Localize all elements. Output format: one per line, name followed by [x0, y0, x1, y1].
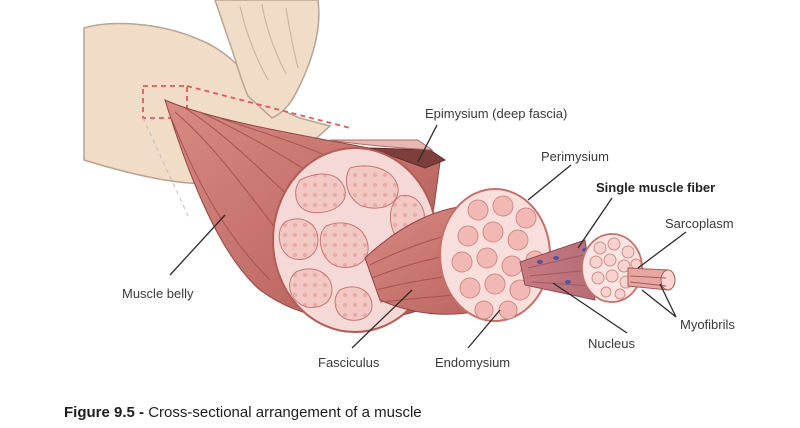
- zoom-indicator: [142, 85, 351, 221]
- caption-text: Cross-sectional arrangement of a muscle: [144, 404, 422, 421]
- caption-prefix: Figure 9.5 -: [64, 404, 145, 421]
- label-muscle-belly: Muscle belly: [122, 286, 194, 301]
- figure-caption: Figure 9.5 - Cross-sectional arrangement…: [64, 404, 422, 421]
- fasciculus-cross-section: [439, 188, 551, 322]
- label-myofibrils: Myofibrils: [680, 317, 735, 332]
- label-nucleus: Nucleus: [588, 336, 635, 351]
- label-epimysium: Epimysium (deep fascia): [425, 106, 568, 121]
- label-perimysium: Perimysium: [541, 149, 609, 164]
- label-sarcoplasm: Sarcoplasm: [665, 216, 734, 231]
- muscle-fiber: [519, 233, 676, 303]
- label-fasciculus: Fasciculus: [318, 355, 380, 370]
- label-single-muscle-fiber: Single muscle fiber: [596, 180, 716, 195]
- label-endomysium: Endomysium: [435, 355, 511, 370]
- leader-lines: [169, 124, 687, 349]
